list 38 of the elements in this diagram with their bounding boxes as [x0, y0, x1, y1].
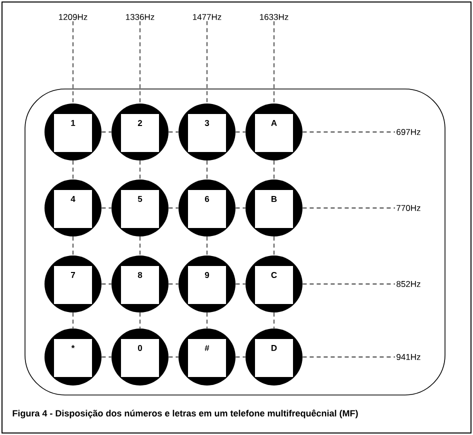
key-button: A — [246, 104, 302, 160]
key-button: 4 — [44, 179, 102, 236]
key-button: 3 — [178, 104, 236, 160]
frequency-label: 941Hz — [396, 354, 420, 360]
dashed-line — [206, 312, 208, 329]
key-button: 9 — [178, 255, 236, 312]
key-button: 1 — [44, 104, 102, 160]
key-button: 6 — [178, 179, 236, 236]
dashed-line — [101, 356, 112, 358]
keypad-outline — [24, 88, 446, 396]
key-button: 2 — [112, 104, 168, 160]
frequency-label: 1336Hz — [126, 14, 154, 20]
frequency-label: 697Hz — [396, 128, 420, 135]
key-button: * — [44, 328, 102, 386]
dashed-line — [72, 20, 74, 104]
frequency-label: 1209Hz — [59, 14, 88, 20]
key-button: D — [246, 328, 302, 386]
frequency-label: 1633Hz — [260, 14, 288, 20]
dashed-line — [72, 312, 74, 329]
dashed-line — [206, 20, 208, 104]
dashed-line — [235, 356, 246, 358]
frequency-label: 852Hz — [396, 280, 420, 287]
dashed-line — [206, 236, 208, 256]
key-button: C — [246, 255, 302, 312]
figure-caption: Figura 4 - Disposição dos números e letras em um telefone multifrequêcnial (MF) — [12, 410, 358, 418]
key-button: B — [246, 179, 302, 236]
key-button: 8 — [112, 255, 168, 312]
dashed-line — [206, 160, 208, 180]
key-button: 5 — [112, 179, 168, 236]
dashed-line — [302, 356, 396, 358]
frequency-label: 1477Hz — [193, 14, 222, 20]
frequency-label: 770Hz — [396, 204, 420, 211]
dashed-line — [72, 160, 74, 180]
dashed-line — [168, 356, 179, 358]
key-button: 7 — [44, 255, 102, 312]
dashed-line — [72, 236, 74, 256]
key-button: 0 — [112, 328, 168, 386]
key-button: # — [178, 328, 236, 386]
